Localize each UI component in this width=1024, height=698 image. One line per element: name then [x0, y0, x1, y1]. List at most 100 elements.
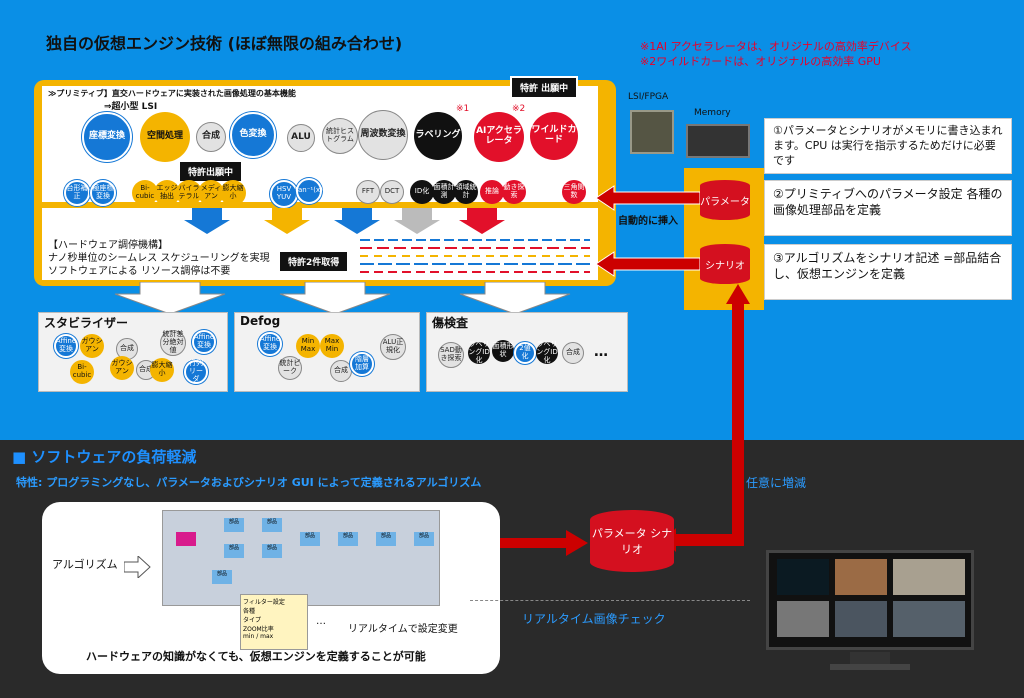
- monitor: [766, 550, 974, 650]
- labeling-node: ラベリング: [414, 112, 462, 160]
- defect-node: ラベリングID化: [468, 340, 490, 364]
- defog-title: Defog: [240, 314, 281, 328]
- realtime-check-label: リアルタイム画像チェック: [522, 612, 666, 626]
- region-stat-node: 領域統計: [454, 180, 478, 204]
- ai-accelerator-node: AIアクセラレータ: [474, 112, 524, 162]
- stab-node: 膨大縮小: [150, 358, 174, 382]
- memory-icon: [686, 124, 750, 158]
- filter-title: フィルター設定: [243, 599, 285, 606]
- gui-block: 部品: [376, 532, 396, 546]
- stab-node: 統計差分絶対値: [160, 330, 186, 356]
- gui-block: 部品: [262, 518, 282, 532]
- gui-block: 部品: [300, 532, 320, 546]
- arbitrary-label: 任意に増減: [746, 476, 807, 490]
- bottom-feature: 特性: プログラミングなし、パラメータおよびシナリオ GUI によって定義される…: [16, 476, 482, 489]
- wildcard-node: ワイルドカード: [530, 112, 578, 160]
- bottom-title: ■ ソフトウェアの負荷軽減: [12, 448, 197, 466]
- alu-node: ALU: [287, 124, 315, 152]
- id-node: ID化: [410, 180, 434, 204]
- hsv-node: HSV YUV: [270, 180, 298, 208]
- memory-label: Memory: [694, 108, 731, 118]
- right-box-1: ①パラメータとシナリオがメモリに書き込まれます。CPU は実行を指示するためだけ…: [764, 118, 1012, 174]
- defog-node: Max Min: [320, 334, 344, 358]
- schedule-lines: [360, 239, 590, 273]
- motion-node: 動き探索: [502, 180, 526, 204]
- filter-item: 各種: [243, 608, 256, 615]
- gui-ellipsis: …: [316, 616, 326, 627]
- gui-block: 部品: [414, 532, 434, 546]
- hw-line-2: ソフトウェアによる リソース調停は不要: [48, 266, 231, 277]
- bilateral-node: バイラテラル: [176, 180, 202, 206]
- filter-dialog[interactable]: フィルター設定 各種 タイプ ZOOM比率 min / max: [240, 594, 308, 650]
- patent-granted-badge: 特許2件取得: [278, 250, 350, 273]
- preview-image: [893, 601, 965, 637]
- right-box-3: ③アルゴリズムをシナリオ記述 =部品結合し、仮想エンジンを定義: [764, 244, 1012, 300]
- feedback-arrow: [664, 284, 750, 552]
- right-arrow-icon: [124, 556, 151, 578]
- preview-image: [777, 559, 829, 595]
- defect-node: SAD動き探索: [438, 342, 464, 368]
- right-box-2: ②プリミティブへのパラメータ設定 各種の画像処理部品を定義: [764, 180, 1012, 236]
- algorithm-label: アルゴリズム: [52, 558, 118, 571]
- keystone-node: 台形補正: [64, 180, 90, 206]
- stab-node: ガウシアン: [110, 356, 134, 380]
- defog-node: 統計ピーク: [278, 356, 302, 380]
- main-title: 独自の仮想エンジン技術 (ほぼ無限の組み合わせ): [46, 34, 403, 53]
- spatial-node: 空間処理: [140, 112, 190, 162]
- gui-block: 部品: [212, 570, 232, 584]
- inference-node: 推論: [480, 180, 504, 204]
- gui-block: [176, 532, 196, 546]
- defect-title: 傷検査: [432, 316, 469, 330]
- bicubic-node: Bi-cubic: [132, 180, 158, 206]
- coord-transform-node: 座標変換: [82, 112, 132, 162]
- preview-image: [893, 559, 965, 595]
- defect-node: 面積形状: [492, 340, 514, 362]
- defect-node: 2値化: [514, 342, 536, 364]
- filter-item: min / max: [243, 633, 274, 640]
- filter-item: ZOOM比率: [243, 626, 274, 633]
- polar-node: 極座標変換: [90, 180, 116, 206]
- preview-image: [835, 559, 887, 595]
- monitor-base: [830, 664, 910, 670]
- down-arrows: [184, 208, 505, 234]
- defect-ellipsis: …: [594, 344, 608, 360]
- hw-title: 【ハードウェア調停機構】: [48, 240, 168, 251]
- gui-block: 部品: [262, 544, 282, 558]
- stab-node: Bi-cubic: [70, 360, 94, 384]
- note-1: ※1AI アクセラレータは、オリジナルの高効率デバイス: [640, 40, 912, 53]
- defect-node: 合成: [562, 342, 584, 364]
- param-scenario-cylinder: パラメータ シナリオ: [590, 510, 674, 572]
- primitive-sub: ⇒超小型 LSI: [104, 102, 158, 112]
- stab-node: Affine変換: [192, 330, 216, 354]
- preview-image: [777, 601, 829, 637]
- composite-node: 合成: [196, 122, 226, 152]
- gui-canvas[interactable]: [162, 510, 440, 606]
- gui-block: 部品: [224, 544, 244, 558]
- dashed-line: [470, 600, 750, 601]
- preview-image: [835, 601, 887, 637]
- stabilizer-title: スタビライザー: [44, 316, 129, 330]
- edge-node: エッジ抽出: [154, 180, 180, 206]
- scenario-cylinder: シナリオ: [700, 244, 750, 284]
- output-arrows: [114, 282, 571, 315]
- atan-node: tan⁻¹(x): [295, 178, 323, 204]
- filter-item: タイプ: [243, 617, 262, 624]
- trig-node: 三角関数: [562, 180, 586, 204]
- insert-arrows: [596, 185, 700, 277]
- stab-node: ガウシアン: [80, 334, 104, 358]
- defect-node: ラベリングID化: [536, 340, 558, 364]
- monitor-stand: [850, 652, 890, 666]
- note-2: ※2ワイルドカードは、オリジナルの高効率 GPU: [640, 55, 881, 68]
- median-node: メディアン: [198, 180, 224, 206]
- lsi-label: LSI/FPGA: [628, 92, 669, 102]
- dct-node: DCT: [380, 180, 404, 204]
- param-cylinder: パラメータ: [700, 180, 750, 220]
- histogram-node: 統計ヒストグラム: [322, 118, 358, 154]
- fft-node: FFT: [356, 180, 380, 204]
- defog-node: ALU正規化: [380, 334, 406, 360]
- realtime-change-label: リアルタイムで設定変更: [348, 624, 458, 635]
- dilate-node: 膨大縮小: [220, 180, 246, 206]
- primitive-header: ≫プリミティブ】直交ハードウェアに実装された画像処理の基本機能: [48, 89, 296, 98]
- chip-icon: [630, 110, 674, 154]
- mark-1: ※1: [456, 104, 470, 114]
